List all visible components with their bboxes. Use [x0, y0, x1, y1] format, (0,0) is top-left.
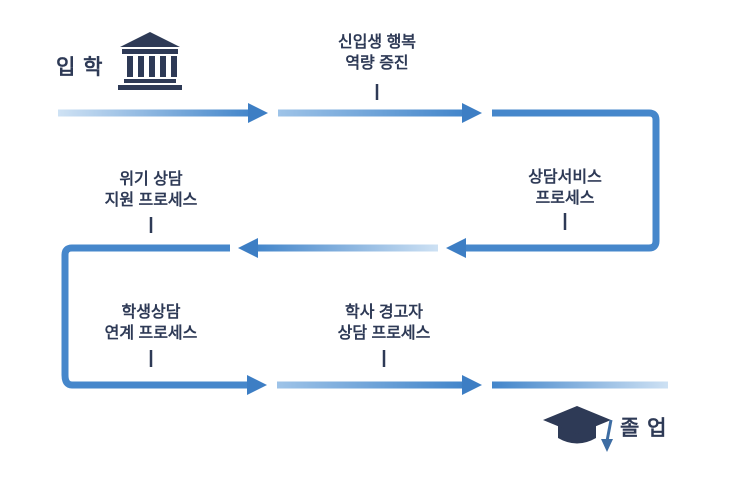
step-label-crisis-support: 위기 상담 지원 프로세스: [71, 170, 231, 212]
arrow-right-icon: [247, 375, 267, 395]
step-line-1: 상담서비스: [528, 169, 602, 186]
step-line-2: 역량 증진: [345, 54, 409, 72]
step-line-1: 위기 상담: [119, 171, 183, 188]
admission-label: 입 학: [56, 56, 104, 79]
step-label-counsel-linkage: 학생상담 연계 프로세스: [71, 303, 231, 345]
step-label-freshman-happiness: 신입생 행복 역량 증진: [297, 33, 457, 75]
arrow-left-icon: [238, 238, 258, 258]
flow-connector-left: [61, 244, 247, 389]
flow-connector-right: [466, 109, 660, 252]
step-line-1: 학사 경고자: [344, 304, 424, 321]
arrow-right-icon: [248, 103, 268, 123]
step-line-2: 프로세스: [535, 189, 595, 207]
graduation-cap-icon: [543, 406, 613, 452]
step-line-2: 연계 프로세스: [104, 324, 198, 342]
arrow-right-icon: [462, 103, 482, 123]
arrow-left-icon: [446, 238, 466, 258]
tassel-icon: [601, 439, 613, 452]
tassel-cord: [605, 419, 613, 442]
flow-row-1: [58, 103, 482, 123]
graduation-label: 졸 업: [620, 417, 668, 440]
university-icon: [118, 32, 182, 90]
step-line-2: 지원 프로세스: [104, 191, 198, 209]
step-line-1: 학생상담: [121, 304, 181, 321]
step-label-academic-warning: 학사 경고자 상담 프로세스: [304, 303, 464, 345]
arrow-right-icon: [462, 375, 482, 395]
step-line-2: 상담 프로세스: [337, 324, 431, 342]
flow-row-3: [61, 244, 668, 395]
flow-row-2: [238, 109, 660, 258]
step-label-counseling-service: 상담서비스 프로세스: [485, 168, 645, 210]
step-line-1: 신입생 행복: [337, 34, 417, 51]
